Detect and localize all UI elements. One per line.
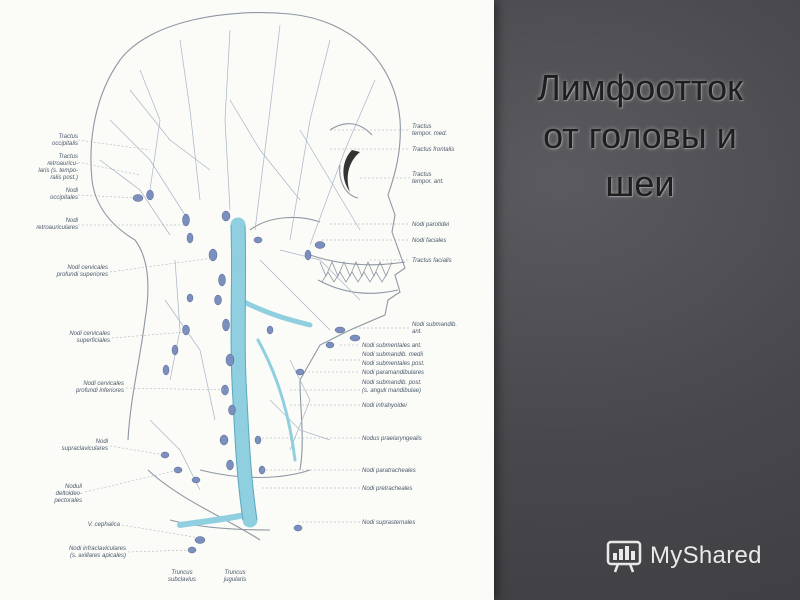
label-right: Nodi submandib. medii bbox=[362, 352, 424, 358]
label-right: (s. anguli mandibulae) bbox=[362, 388, 421, 394]
label-bottom: Truncus bbox=[224, 570, 245, 576]
slide-title-line: от головы и bbox=[543, 115, 737, 156]
jugular-trunk-edge bbox=[230, 224, 258, 521]
right-labels: Tractus tempor. med. Tractus frontalis T… bbox=[362, 124, 457, 526]
label-left: Tractus bbox=[58, 154, 78, 160]
label-left: supraclaviculares bbox=[62, 446, 108, 452]
myshared-logo-icon bbox=[606, 540, 642, 573]
label-left: Nodi bbox=[66, 218, 79, 224]
label-left: superficiales bbox=[77, 338, 110, 344]
label-left: laris (s. tempo- bbox=[38, 168, 78, 174]
label-left: Nodi bbox=[66, 188, 79, 194]
label-right: Tractus bbox=[412, 124, 432, 130]
diagram-panel: Tractus occipitalis Tractus retroauricu-… bbox=[36, 12, 458, 583]
label-left: Noduli bbox=[65, 484, 83, 490]
myshared-logo-text: MyShared bbox=[650, 542, 762, 569]
label-right: tempor. ant. bbox=[412, 179, 444, 185]
label-left: V. cephalica bbox=[88, 522, 121, 528]
label-right: Nodi pretracheales bbox=[362, 486, 412, 492]
label-left: Nodi cervicales bbox=[67, 265, 108, 271]
label-left: Nodi bbox=[96, 439, 109, 445]
left-labels: Tractus occipitalis Tractus retroauricu-… bbox=[36, 134, 126, 559]
label-right: Nodi submentales post. bbox=[362, 361, 425, 367]
label-right: Nodi suprasternales bbox=[362, 520, 415, 526]
label-right: Tractus facialis bbox=[412, 258, 452, 264]
leader-lines-left bbox=[77, 139, 229, 553]
label-left: Nodi cervicales bbox=[69, 331, 110, 337]
label-right: Nodi infrahyoidei bbox=[362, 403, 407, 409]
label-bottom: jugularis bbox=[223, 577, 246, 583]
leader-lines-right bbox=[262, 129, 410, 523]
teeth-outline bbox=[319, 260, 393, 283]
label-right: Tractus bbox=[412, 172, 432, 178]
slide-title-line: шеи bbox=[605, 163, 675, 204]
label-right: Nodi faciales bbox=[412, 238, 446, 244]
lymph-vessel-network bbox=[99, 24, 376, 491]
label-right: tempor. med. bbox=[412, 131, 447, 137]
label-left: Tractus bbox=[58, 134, 78, 140]
jugular-trunk bbox=[177, 217, 313, 528]
label-right: Nodi submandib. post. bbox=[362, 380, 422, 386]
label-right: Nodi paramandibulares bbox=[362, 370, 424, 376]
label-left: profundi superiores bbox=[56, 272, 108, 278]
label-bottom: Truncus bbox=[171, 570, 192, 576]
label-bottom: subclavius bbox=[168, 577, 196, 583]
label-right: Nodus praelaryngealis bbox=[362, 436, 422, 442]
label-right: Nodi parotidei bbox=[412, 222, 450, 228]
label-left: profundi inferiores bbox=[75, 388, 124, 394]
bottom-labels: Truncus subclavius Truncus jugularis bbox=[168, 570, 246, 583]
label-left: retroauriculares bbox=[36, 225, 78, 231]
label-left: Nodi infraclaviculares bbox=[69, 546, 126, 552]
eye-socket-shape bbox=[343, 150, 360, 192]
label-left: Nodi cervicales bbox=[83, 381, 124, 387]
label-right: Nodi submandib. bbox=[412, 322, 457, 328]
label-right: ant. bbox=[412, 329, 422, 335]
label-right: Tractus frontalis bbox=[412, 147, 454, 153]
label-left: retroauricu- bbox=[47, 161, 78, 167]
slide-title-line: Лимфоотток bbox=[537, 67, 743, 108]
label-left: deltoideo- bbox=[56, 491, 82, 497]
label-right: Nodi submentales ant. bbox=[362, 343, 422, 349]
slide-title: Лимфоотток от головы и шеи bbox=[500, 64, 780, 208]
label-left: occipitalis bbox=[52, 141, 78, 147]
label-right: Nodi paratracheales bbox=[362, 468, 416, 474]
label-left: (s. axillares apicales) bbox=[70, 553, 126, 559]
label-left: pectorales bbox=[53, 498, 82, 504]
lymph-anatomy-illustration: Tractus occipitalis Tractus retroauricu-… bbox=[36, 12, 457, 583]
label-left: ralis post.) bbox=[50, 175, 78, 181]
label-left: occipitales bbox=[50, 195, 78, 201]
myshared-logo[interactable]: MyShared bbox=[606, 536, 762, 576]
